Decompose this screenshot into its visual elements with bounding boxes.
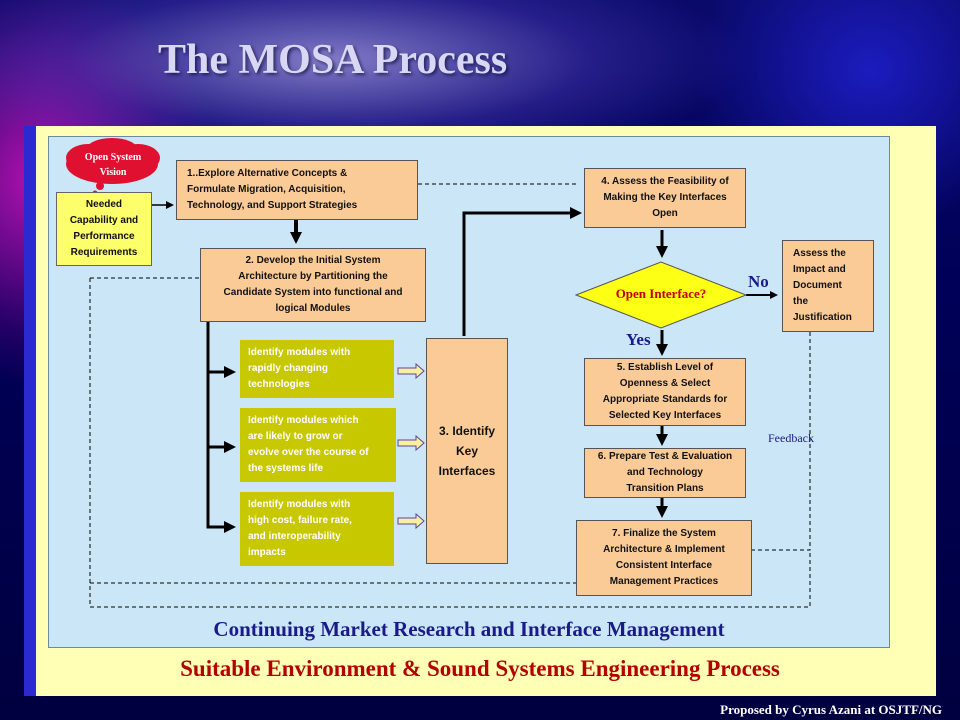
cloud-label: Open System Vision [84,152,142,178]
step3-box: 3. Identify Key Interfaces [426,338,508,564]
needed-requirements-box: Needed Capability and Performance Requir… [56,192,152,266]
step1-text: 1..Explore Alternative Concepts & Formul… [187,168,358,211]
dashed-loop-outer [89,278,811,608]
step5-box: 5. Establish Level of Openness & Select … [584,358,746,426]
step1-box: 1..Explore Alternative Concepts & Formul… [176,160,418,220]
step4-box: 4. Assess the Feasibility of Making the … [584,168,746,228]
identify-box-3: Identify modules with high cost, failure… [240,492,394,566]
no-label: No [748,272,769,291]
hollow-arrows [397,362,425,530]
step2-box: 2. Develop the Initial System Architectu… [200,248,426,322]
assess-impact-box: Assess the Impact and Document the Justi… [782,240,874,332]
outer-banner: Suitable Environment & Sound Systems Eng… [180,656,780,681]
arrow-branch-3 [206,322,236,533]
page-title: The MOSA Process [158,37,508,83]
yes-label: Yes [626,330,651,349]
credit-text: Proposed by Cyrus Azani at OSJTF/NG [720,702,942,717]
needed-requirements-text: Needed Capability and Performance Requir… [69,199,139,258]
step6-box: 6. Prepare Test & Evaluation and Technol… [584,448,746,498]
identify-box-2: Identify modules which are likely to gro… [240,408,396,482]
step3-text: 3. Identify Key Interfaces [438,424,496,478]
step7-text: 7. Finalize the System Architecture & Im… [603,528,725,587]
identify-text-2: Identify modules which are likely to gro… [248,415,369,474]
step4-text: 4. Assess the Feasibility of Making the … [601,176,729,219]
step5-text: 5. Establish Level of Openness & Select … [602,362,728,421]
cloud-shape [66,138,160,196]
decision-diamond [574,261,748,329]
step2-text: 2. Develop the Initial System Architectu… [223,255,403,314]
inner-banner: Continuing Market Research and Interface… [213,617,725,641]
assess-impact-text: Assess the Impact and Document the Justi… [793,248,852,323]
step7-box: 7. Finalize the System Architecture & Im… [576,520,752,596]
identify-text-1: Identify modules with rapidly changing t… [248,347,351,390]
identify-box-1: Identify modules with rapidly changing t… [240,340,394,398]
decision-label: Open Interface? [615,286,707,301]
step6-text: 6. Prepare Test & Evaluation and Technol… [597,451,733,494]
identify-text-3: Identify modules with high cost, failure… [248,499,352,558]
dashed-feedback [748,332,811,551]
feedback-label: Feedback [768,431,814,445]
arrow-step3-to-step4 [462,207,582,336]
